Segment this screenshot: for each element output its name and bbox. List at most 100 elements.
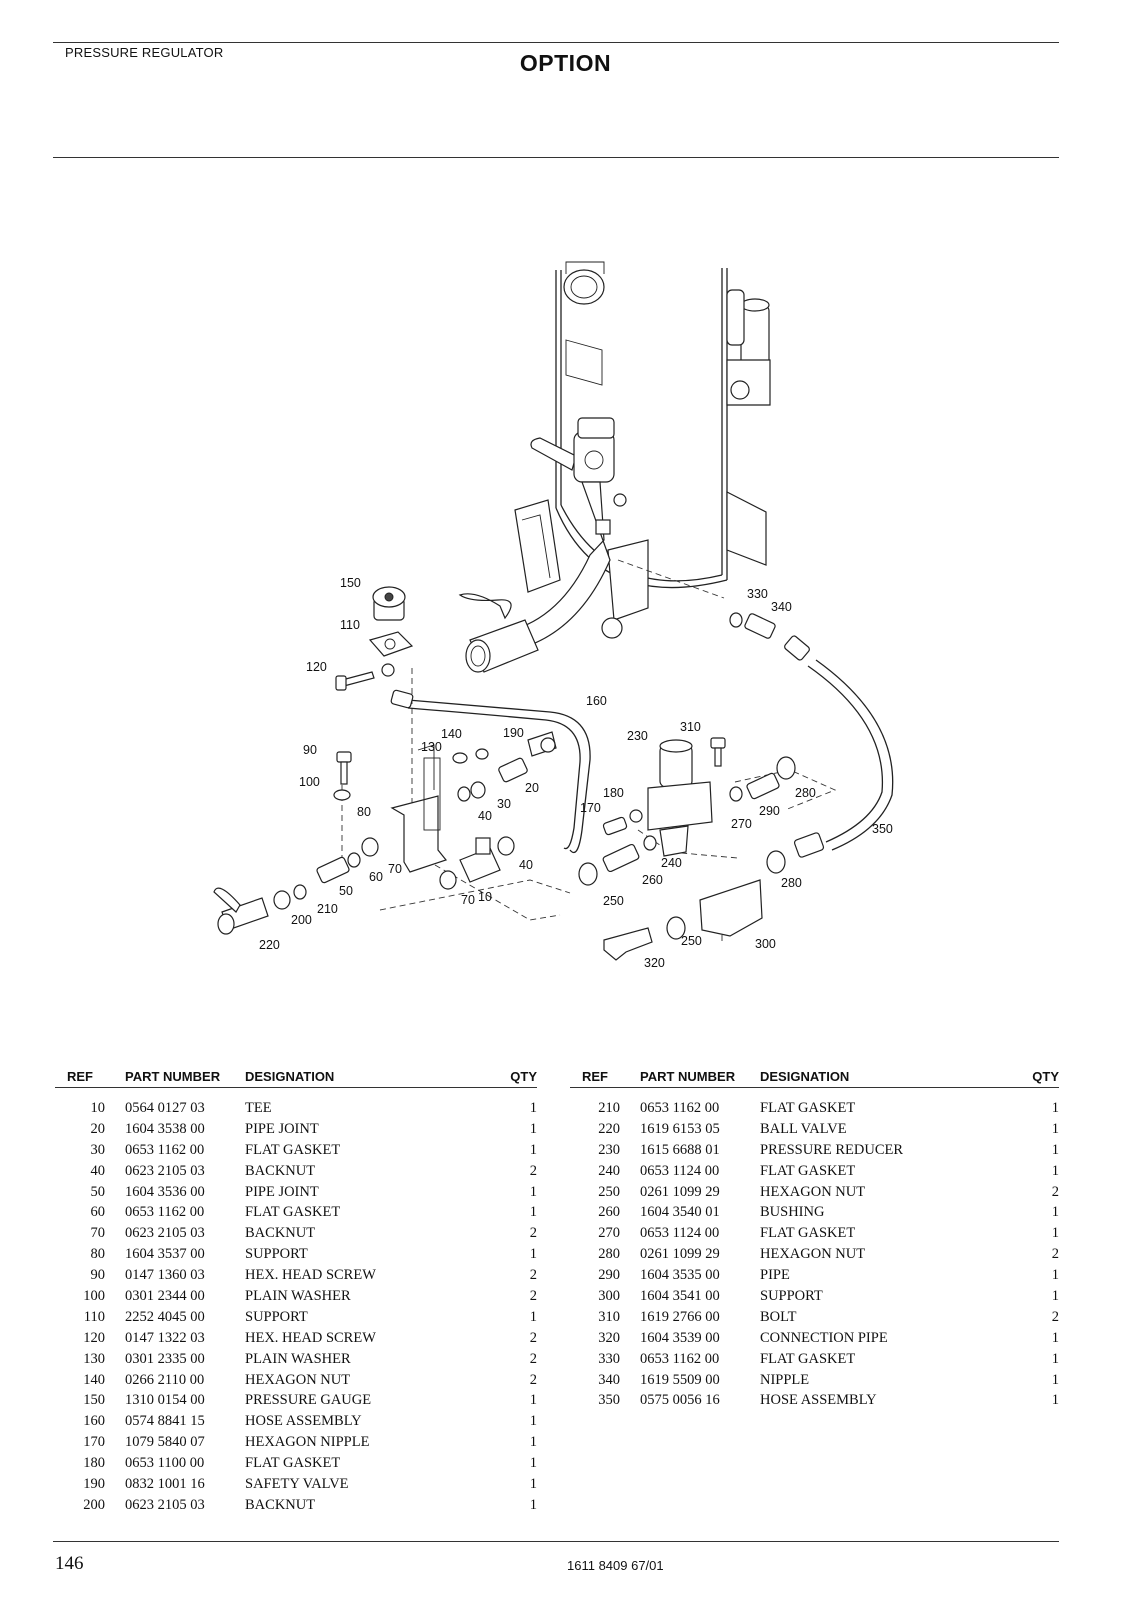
cell-ref: 240 <box>598 1162 620 1179</box>
tank-drawing <box>458 261 771 673</box>
cell-qty: 1 <box>1051 1329 1059 1346</box>
cell-part-number: 1615 6688 01 <box>640 1141 720 1158</box>
cell-designation: BUSHING <box>760 1204 825 1221</box>
callout-170: 170 <box>580 801 601 815</box>
cell-designation: HEX. HEAD SCREW <box>245 1267 376 1284</box>
cell-part-number: 1619 2766 00 <box>640 1308 720 1325</box>
cell-qty: 1 <box>1051 1371 1059 1388</box>
cell-part-number: 1619 6153 05 <box>640 1120 720 1137</box>
cell-part-number: 0301 2344 00 <box>125 1287 205 1304</box>
cell-qty: 1 <box>1051 1225 1059 1242</box>
cell-part-number: 1604 3541 00 <box>640 1287 720 1304</box>
small-parts <box>213 586 796 961</box>
col-ref: REF <box>570 1060 620 1088</box>
callout-280a: 280 <box>795 786 816 800</box>
assembly-lines <box>341 559 837 945</box>
callout-10: 10 <box>478 890 492 904</box>
cell-designation: PLAIN WASHER <box>245 1350 351 1367</box>
cell-qty: 1 <box>1051 1141 1059 1158</box>
cell-part-number: 0147 1360 03 <box>125 1267 205 1284</box>
col-qty: QTY <box>497 1060 537 1088</box>
cell-qty: 1 <box>529 1475 537 1492</box>
cell-ref: 140 <box>83 1371 105 1388</box>
cell-part-number: 1619 5509 00 <box>640 1371 720 1388</box>
callout-240: 240 <box>661 856 682 870</box>
cell-designation: FLAT GASKET <box>245 1141 341 1158</box>
cell-qty: 1 <box>1051 1350 1059 1367</box>
cell-ref: 40 <box>90 1162 106 1179</box>
table-header-row: REF PART NUMBER DESIGNATION QTY <box>570 1060 1059 1088</box>
col-qty: QTY <box>1019 1060 1059 1088</box>
cell-ref: 320 <box>598 1329 620 1346</box>
cell-designation: PRESSURE REDUCER <box>760 1141 904 1158</box>
cell-part-number: 1604 3537 00 <box>125 1246 205 1263</box>
cell-designation: HOSE ASSEMBLY <box>245 1413 362 1430</box>
callout-310: 310 <box>680 720 701 734</box>
cell-part-number: 0623 2105 03 <box>125 1225 205 1242</box>
cell-designation: SUPPORT <box>760 1287 823 1304</box>
cell-qty: 2 <box>529 1287 537 1304</box>
cell-qty: 1 <box>529 1413 537 1430</box>
cell-ref: 160 <box>83 1413 105 1430</box>
callout-30: 30 <box>497 797 511 811</box>
cell-designation: PRESSURE GAUGE <box>245 1392 372 1409</box>
callout-90: 90 <box>303 743 317 757</box>
cell-designation: FLAT GASKET <box>760 1350 856 1367</box>
cell-part-number: 1079 5840 07 <box>125 1434 205 1451</box>
cell-ref: 90 <box>90 1267 106 1284</box>
callout-100: 100 <box>299 775 320 789</box>
cell-part-number: 1604 3539 00 <box>640 1329 720 1346</box>
col-part-number: PART NUMBER <box>105 1060 245 1088</box>
callout-50: 50 <box>339 884 353 898</box>
cell-designation: FLAT GASKET <box>760 1099 856 1116</box>
callout-180: 180 <box>603 786 624 800</box>
callout-320: 320 <box>644 956 665 970</box>
cell-part-number: 1604 3535 00 <box>640 1267 720 1284</box>
cell-qty: 1 <box>529 1392 537 1409</box>
cell-ref: 300 <box>598 1287 620 1304</box>
cell-ref: 20 <box>90 1120 106 1137</box>
cell-ref: 80 <box>90 1246 106 1263</box>
cell-designation: HEXAGON NUT <box>245 1371 351 1388</box>
cell-qty: 1 <box>1051 1392 1059 1409</box>
cell-part-number: 1604 3540 01 <box>640 1204 720 1221</box>
page-number: 146 <box>55 1553 84 1574</box>
cell-designation: FLAT GASKET <box>760 1225 856 1242</box>
callout-190: 190 <box>503 726 524 740</box>
callout-280b: 280 <box>781 876 802 890</box>
cell-ref: 50 <box>90 1183 106 1200</box>
cell-designation: BACKNUT <box>245 1162 316 1179</box>
cell-qty: 1 <box>1051 1099 1059 1116</box>
cell-part-number: 2252 4045 00 <box>125 1308 205 1325</box>
cell-qty: 1 <box>529 1183 537 1200</box>
cell-qty: 2 <box>1051 1308 1059 1325</box>
cell-qty: 2 <box>1051 1183 1059 1200</box>
cell-ref: 190 <box>83 1475 105 1492</box>
cell-part-number: 0301 2335 00 <box>125 1350 205 1367</box>
cell-part-number: 0653 1124 00 <box>640 1225 720 1242</box>
cell-qty: 2 <box>529 1162 537 1179</box>
cell-qty: 2 <box>1051 1246 1059 1263</box>
cell-qty: 1 <box>1051 1162 1059 1179</box>
cell-qty: 2 <box>529 1225 537 1242</box>
cell-part-number: 0261 1099 29 <box>640 1183 720 1200</box>
cell-ref: 10 <box>90 1099 106 1116</box>
cell-part-number: 1310 0154 00 <box>125 1392 205 1409</box>
cell-ref: 260 <box>598 1204 620 1221</box>
callout-250a: 250 <box>603 894 624 908</box>
callout-330: 330 <box>747 587 768 601</box>
